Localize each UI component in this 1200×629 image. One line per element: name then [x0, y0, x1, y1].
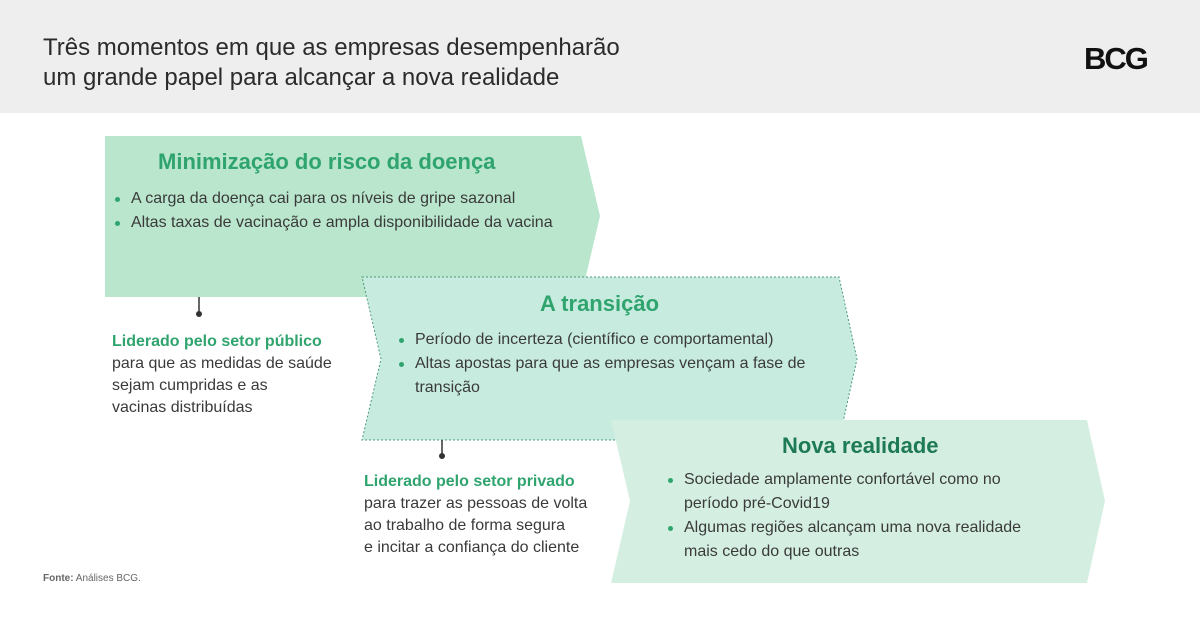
lead-title: Liderado pelo setor privado	[364, 473, 575, 490]
stage-3-bullet: Algumas regiões alcançam uma nova realid…	[666, 516, 1046, 564]
stage-2-connector-dot	[439, 453, 445, 459]
stage-3-bullet: Sociedade amplamente confortável como no…	[666, 468, 1046, 516]
title-line-1: Três momentos em que as empresas desempe…	[43, 34, 620, 61]
source-label: Fonte:	[43, 573, 74, 584]
stage-2-chevron	[361, 276, 858, 441]
stage-1-bullet: Altas taxas de vacinação e ampla disponi…	[113, 211, 593, 235]
lead-line: ao trabalho de forma segura	[364, 517, 566, 534]
stage-2-bullet: Altas apostas para que as empresas vença…	[397, 352, 817, 400]
source-text: Análises BCG.	[75, 573, 141, 584]
source-note: Fonte: Análises BCG.	[43, 573, 141, 584]
bcg-logo: BCG	[1084, 41, 1149, 76]
stage-3-bullets: Sociedade amplamente confortável como no…	[666, 468, 1046, 564]
stage-2-bullet: Período de incerteza (científico e compo…	[397, 328, 817, 352]
lead-line: para trazer as pessoas de volta	[364, 495, 588, 512]
stage-2-bullets: Período de incerteza (científico e compo…	[397, 328, 817, 400]
public-sector-lead: Liderado pelo setor público para que as …	[112, 331, 332, 419]
lead-line: para que as medidas de saúde	[112, 355, 332, 372]
stage-1-title: Minimização do risco da doença	[158, 149, 496, 174]
lead-line: e incitar a confiança do cliente	[364, 539, 580, 556]
private-sector-lead: Liderado pelo setor privado para trazer …	[364, 471, 587, 559]
stage-1-bullets: A carga da doença cai para os níveis de …	[113, 187, 593, 235]
lead-line: vacinas distribuídas	[112, 399, 253, 416]
header-band	[0, 0, 1200, 113]
title-line-2: um grande papel para alcançar a nova rea…	[43, 64, 560, 91]
stage-3-title: Nova realidade	[782, 433, 939, 458]
lead-title: Liderado pelo setor público	[112, 333, 322, 350]
lead-line: sejam cumpridas e as	[112, 377, 268, 394]
stage-1-chevron	[105, 136, 600, 297]
page-title: Três momentos em que as empresas desempe…	[43, 33, 620, 93]
stage-1-bullet: A carga da doença cai para os níveis de …	[113, 187, 593, 211]
stage-3-chevron	[611, 420, 1105, 583]
stage-1-connector-dot	[196, 311, 202, 317]
stage-2-title: A transição	[540, 291, 660, 316]
